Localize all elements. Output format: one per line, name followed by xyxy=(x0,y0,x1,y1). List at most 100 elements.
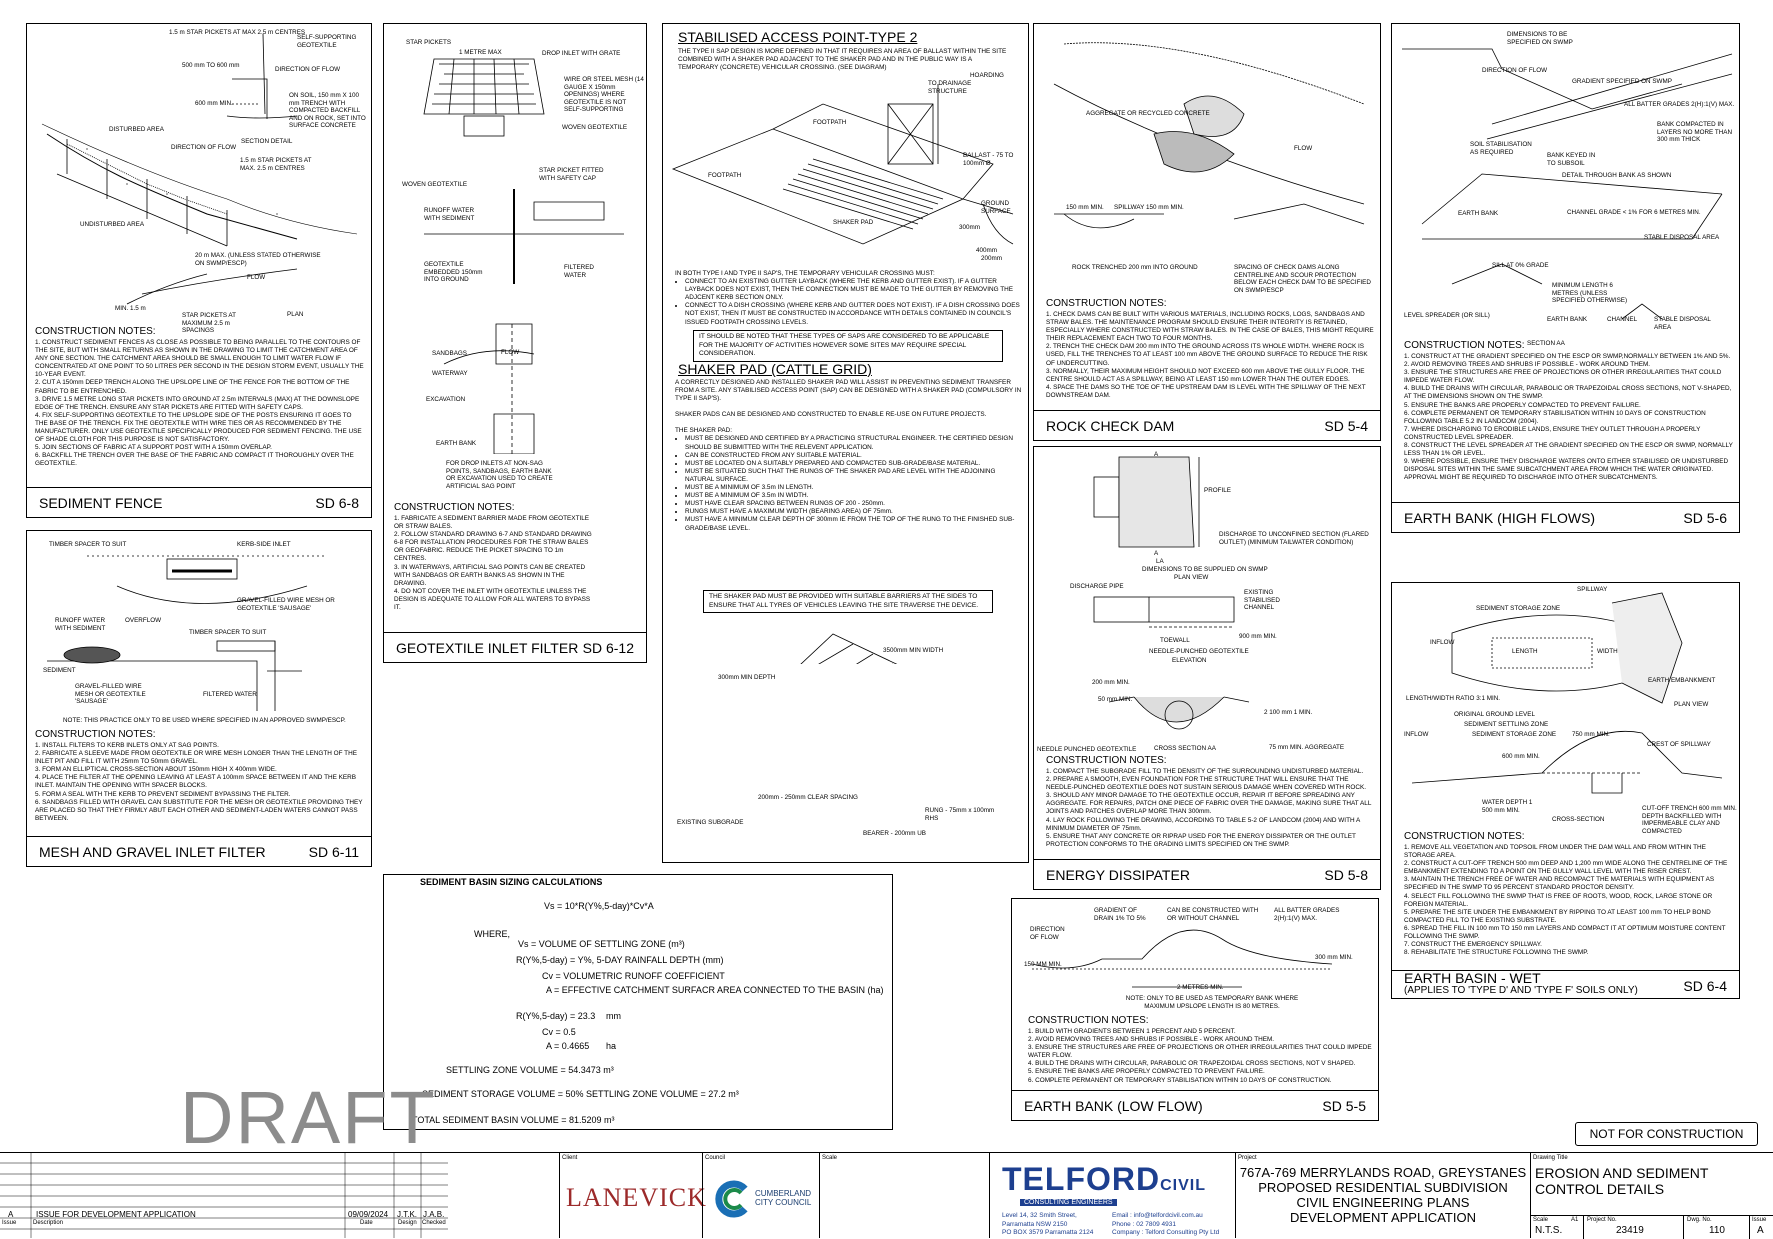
rev-date: 09/09/2024 xyxy=(348,1210,389,1219)
panel-title-group: EARTH BASIN - WET(APPLIES TO 'TYPE D' AN… xyxy=(1404,971,1638,996)
drawing-meta-row: Scale A1 N.T.S. Project No. 23419 Dwg. N… xyxy=(1531,1215,1773,1239)
label: NEEDLE PUNCHED GEOTEXTILE xyxy=(1037,746,1137,753)
label: RUNG - 75mm x 100mm RHS xyxy=(925,807,995,822)
project-line: DEVELOPMENT APPLICATION xyxy=(1290,1210,1476,1225)
note-item: 3. ENSURE THE STRUCTURES ARE FREE OF PRO… xyxy=(1028,1044,1372,1060)
label: DIRECTION OF FLOW xyxy=(171,144,237,151)
panel-geotextile-inlet: STAR PICKETS 1 METRE MAX DROP INLET WITH… xyxy=(383,23,647,663)
note-item: 6. BACKFILL THE TRENCH OVER THE BASE OF … xyxy=(35,452,354,468)
label: FOOTPATH xyxy=(708,172,742,179)
panel-title: MESH AND GRAVEL INLET FILTER xyxy=(39,843,266,860)
earth-bank-low-drawing xyxy=(1031,929,1333,988)
label: SECTION DETAIL xyxy=(241,138,293,145)
notes-heading: CONSTRUCTION NOTES: xyxy=(1404,340,1525,351)
panel-energy-dissipater: PROFILE DISCHARGE TO UNCONFINED SECTION … xyxy=(1033,446,1381,890)
label: STABLE DISPOSAL AREA xyxy=(1644,234,1720,241)
label: 75 mm MIN. AGGREGATE xyxy=(1269,744,1345,751)
project-label: Project xyxy=(1238,1155,1257,1161)
panel-rock-check-dam: AGGREGATE OR RECYCLED CONCRETE FLOW 150 … xyxy=(1033,23,1381,441)
note-item: 4. SPACE THE DAMS SO THE TOE OF THE UPST… xyxy=(1046,383,1366,399)
notes-list: 1. CONSTRUCT SEDIMENT FENCES AS CLOSE AS… xyxy=(35,339,365,469)
label: ELEVATION xyxy=(1172,657,1207,664)
panel-code: SD 5-8 xyxy=(1324,866,1368,883)
firm-address: Level 14, 32 Smith Street, Parramatta NS… xyxy=(1002,1212,1093,1238)
label: SECTION AA xyxy=(1527,340,1565,347)
addr-line: PO BOX 3579 Parramatta 2124 xyxy=(1002,1229,1094,1236)
notes-heading: CONSTRUCTION NOTES: xyxy=(1046,755,1167,766)
note-item: 6. SPREAD THE FILL IN 100 mm TO 150 mm L… xyxy=(1404,924,1726,941)
note-item: 2. CUT A 150mm DEEP TRENCH ALONG THE UPS… xyxy=(35,379,350,395)
note-item: CAN BE CONSTRUCTED FROM ANY SUITABLE MAT… xyxy=(685,452,1023,460)
panel-title-bar: EARTH BASIN - WET(APPLIES TO 'TYPE D' AN… xyxy=(1392,970,1739,998)
label: SEDIMENT STORAGE ZONE xyxy=(1476,605,1561,612)
project-line: CIVIL ENGINEERING PLANS xyxy=(1296,1195,1470,1210)
label: 1.5 m STAR PICKETS AT MAX 2.5 m CENTRES xyxy=(169,29,306,36)
drawing-title-cell: Drawing Title EROSION AND SEDIMENT CONTR… xyxy=(1530,1153,1773,1239)
label: PLAN VIEW xyxy=(1674,701,1709,708)
label: MIN. 1.5 m xyxy=(115,305,146,312)
note-item: CONNECT TO AN EXISTING GUTTER LAYBACK (W… xyxy=(685,278,1023,302)
note-item: MUST HAVE CLEAR SPACING BETWEEN RUNGS OF… xyxy=(685,500,1023,508)
firm-sub: CONSULTING ENGINEERS xyxy=(1020,1199,1117,1206)
label: 20 m MAX. (UNLESS STATED OTHERWISE ON SW… xyxy=(195,252,321,267)
label: GRADIENT SPECIFIED ON SWMP xyxy=(1572,78,1672,85)
construction-notes: CONSTRUCTION NOTES: 1. BUILD WITH GRADIE… xyxy=(1028,1015,1373,1085)
label: 400mm xyxy=(976,247,997,254)
panel-basin-calculations: SEDIMENT BASIN SIZING CALCULATIONS Vs = … xyxy=(383,874,893,1130)
label: EARTH BANK xyxy=(1547,316,1588,323)
label: TIMBER SPACER TO SUIT xyxy=(189,629,267,636)
panel-title-bar: GEOTEXTILE INLET FILTER SD 6-12 xyxy=(384,632,646,662)
para: THE SHAKER PAD: xyxy=(675,427,733,435)
note-item: 4. DO NOT COVER THE INLET WITH GEOTEXTIL… xyxy=(394,587,591,612)
label: 1.5 m STAR PICKETS AT MAX. 2.5 m CENTRES xyxy=(240,157,312,172)
calc-a-value: A = 0.4665 xyxy=(546,1041,590,1051)
panel-title: EARTH BANK (LOW FLOW) xyxy=(1024,1097,1203,1114)
both-intro: IN BOTH TYPE I AND TYPE II SAP'S, THE TE… xyxy=(675,270,935,277)
notes-heading: CONSTRUCTION NOTES: xyxy=(35,729,156,740)
calc-heading: SEDIMENT BASIN SIZING CALCULATIONS xyxy=(420,877,603,887)
note-item: RUNGS MUST HAVE A MAXIMUM WIDTH (BEARING… xyxy=(685,508,1023,516)
label: DISCHARGE PIPE xyxy=(1070,583,1124,590)
label: 600 mm MIN. xyxy=(1502,753,1540,760)
label: SILL AT 0% GRADE xyxy=(1492,262,1549,269)
scale-cell: Scale xyxy=(819,1153,989,1238)
issue-label: Issue xyxy=(1752,1217,1767,1223)
label: 200mm - 250mm CLEAR SPACING xyxy=(758,794,858,801)
notes-list: 1. CONSTRUCT AT THE GRADIENT SPECIFIED O… xyxy=(1404,353,1734,483)
label: SEDIMENT STORAGE ZONE xyxy=(1472,731,1557,738)
label: PLAN VIEW xyxy=(1174,574,1209,581)
note-item: 6. COMPLETE PERMANENT OR TEMPORARY STABI… xyxy=(1404,409,1706,425)
label: 300mm MIN DEPTH xyxy=(718,674,776,681)
note-item: 4. LAY ROCK FOLLOWING THE DRAWING, ACCOR… xyxy=(1046,816,1360,832)
contact-line: Company : Telford Consulting Pty Ltd xyxy=(1112,1229,1220,1236)
para: A CORRECTLY DESIGNED AND INSTALLED SHAKE… xyxy=(675,379,1022,403)
scale-value: N.T.S. xyxy=(1535,1225,1563,1236)
note-item: 4. PLACE THE FILTER AT THE OPENING LEAVI… xyxy=(35,774,357,790)
label: STABLE DISPOSAL AREA xyxy=(1654,316,1711,331)
access-point-drawing xyxy=(671,84,1014,664)
rev-header: Design xyxy=(398,1220,417,1226)
label: 1 METRE MAX xyxy=(459,49,502,56)
note-item: 9. WHERE POSSIBLE, ENSURE THEY DISCHARGE… xyxy=(1404,458,1729,482)
firm-main: TELFORD xyxy=(1002,1161,1161,1197)
construction-notes: CONSTRUCTION NOTES: 1. CONSTRUCT SEDIMEN… xyxy=(35,326,365,469)
drawing-title-line: EROSION AND SEDIMENT xyxy=(1535,1165,1709,1181)
construction-notes: CONSTRUCTION NOTES: 1. CONSTRUCT AT THE … xyxy=(1404,340,1734,483)
notes-list: 1. CHECK DAMS CAN BE BUILT WITH VARIOUS … xyxy=(1046,311,1374,400)
label: FLOW xyxy=(1294,145,1313,152)
note-item: 2. FABRICATE A SLEEVE MADE FROM GEOTEXTI… xyxy=(35,750,357,766)
project-no: 23419 xyxy=(1616,1225,1644,1236)
label: 500 mm TO 600 mm xyxy=(182,62,240,69)
label: LEVEL SPREADER (OR SILL) xyxy=(1404,312,1490,319)
label: WIDTH xyxy=(1597,648,1618,655)
panel-title: ROCK CHECK DAM xyxy=(1046,417,1175,434)
para: SHAKER PADS CAN BE DESIGNED AND CONSTRUC… xyxy=(675,411,987,419)
note-item: 8. REHABILITATE THE STRUCTURE FOLLOWING … xyxy=(1404,949,1589,957)
not-for-construction-stamp: NOT FOR CONSTRUCTION xyxy=(1575,1122,1758,1146)
addr-line: Parramatta NSW 2150 xyxy=(1002,1220,1068,1228)
note-item: 4. SELECT FILL FOLLOWING THE SWMP THAT I… xyxy=(1404,892,1713,908)
drawing-title: EROSION AND SEDIMENT CONTROL DETAILS xyxy=(1535,1165,1708,1197)
note-item: 4. BUILD THE DRAINS WITH CIRCULAR, PARAB… xyxy=(1028,1060,1356,1068)
client-logo: LANEVICK xyxy=(566,1183,707,1212)
client-label: Client xyxy=(562,1155,578,1161)
